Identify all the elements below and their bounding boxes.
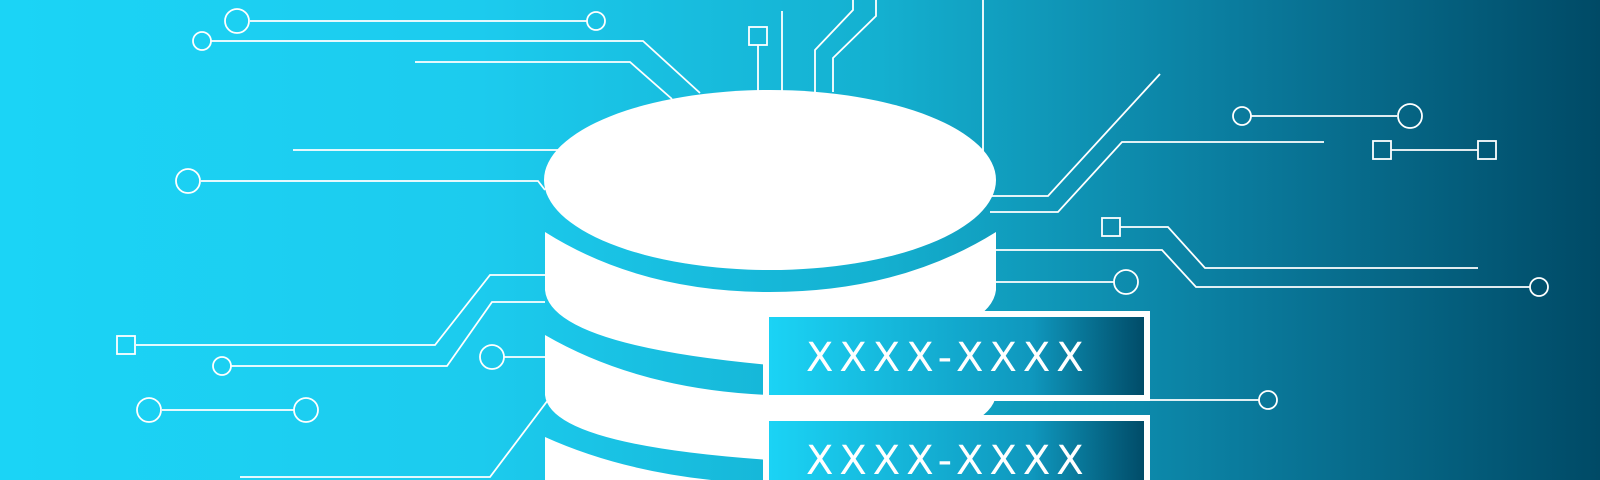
- circuit-lines-right: [990, 73, 1549, 410]
- key-label-1: XXXX-XXXX: [763, 311, 1150, 401]
- key-label-1-text: XXXX-XXXX: [806, 335, 1090, 381]
- circuit-lines-top: [748, 0, 984, 157]
- circuit-lines-left: [116, 8, 701, 478]
- key-label-2-text: XXXX-XXXX: [806, 438, 1090, 480]
- key-label-2: XXXX-XXXX: [763, 415, 1150, 480]
